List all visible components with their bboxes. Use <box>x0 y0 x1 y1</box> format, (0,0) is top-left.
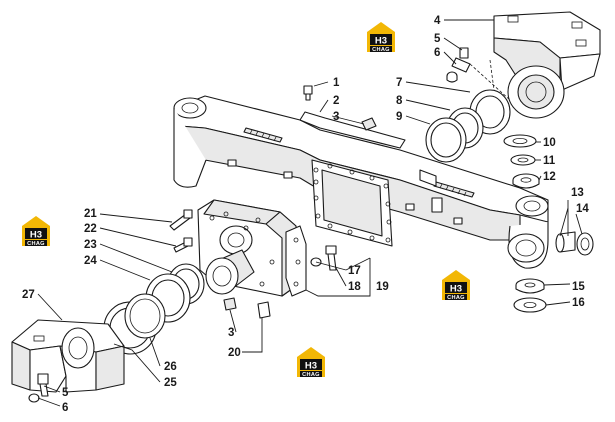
callout-27: 27 <box>22 289 35 301</box>
callout-10: 10 <box>543 137 556 149</box>
callout-25: 25 <box>164 377 177 389</box>
callout-3-lower: 3 <box>228 327 234 339</box>
callout-16: 16 <box>572 297 585 309</box>
watermark-logo-bottom: H3 CHAG <box>297 347 325 378</box>
callout-20: 20 <box>228 347 241 359</box>
carrier-flange <box>285 225 307 297</box>
trunnion-seal <box>576 232 594 256</box>
callout-18: 18 <box>348 281 361 293</box>
bolt-lower <box>37 373 49 397</box>
watermark-brand: CHAG <box>27 241 45 247</box>
callout-14: 14 <box>576 203 589 215</box>
watermark-logo-top: H3 CHAG <box>367 22 395 53</box>
callout-labels: 1 2 3 4 5 6 7 8 9 10 11 12 13 14 15 16 1… <box>22 15 589 414</box>
callout-6-lower: 6 <box>62 402 68 414</box>
callout-3-top: 3 <box>333 111 339 123</box>
callout-5-lower: 5 <box>62 387 69 399</box>
watermark-logo-right: H3 CHAG <box>442 270 470 301</box>
callout-2: 2 <box>333 95 339 107</box>
knurled-pad-left <box>243 127 283 143</box>
callout-19: 19 <box>376 281 389 293</box>
thrust-washer-11 <box>510 154 536 166</box>
thrust-washer-12 <box>512 173 540 189</box>
seal-ring-9 <box>425 117 467 163</box>
leader-lines <box>37 19 583 407</box>
callout-15: 15 <box>572 281 585 293</box>
pin-20 <box>257 301 271 319</box>
mounting-bracket <box>493 11 601 119</box>
watermark-mark: H3 <box>375 36 387 47</box>
watermark-brand: CHAG <box>302 372 320 378</box>
callout-13: 13 <box>571 187 584 199</box>
callout-4: 4 <box>434 15 441 27</box>
callout-26: 26 <box>164 361 177 373</box>
plug-top <box>361 117 377 131</box>
callout-6-top: 6 <box>434 47 440 59</box>
watermark-logo-left: H3 CHAG <box>22 216 50 247</box>
callout-22: 22 <box>84 223 97 235</box>
watermark-brand: CHAG <box>447 295 465 301</box>
seal-26 <box>124 293 166 339</box>
callout-17: 17 <box>348 265 361 277</box>
callout-7: 7 <box>396 77 402 89</box>
plug-lower <box>223 297 237 311</box>
watermark-brand: CHAG <box>372 47 390 53</box>
hub-cylinder <box>205 249 255 295</box>
callout-5-top: 5 <box>434 33 441 45</box>
flange-bolt-holes <box>313 163 392 243</box>
thrust-washer-10 <box>503 134 537 148</box>
breather-fitting <box>303 85 313 101</box>
washer-15 <box>515 278 545 294</box>
watermark-mark: H3 <box>450 284 462 295</box>
watermark-mark: H3 <box>30 230 42 241</box>
axle-housing <box>173 95 549 269</box>
callout-9: 9 <box>396 111 402 123</box>
washer-top <box>446 71 458 83</box>
trunnion-bushing <box>555 231 576 253</box>
bolt-top <box>451 47 471 73</box>
callout-1: 1 <box>333 77 340 89</box>
callout-21: 21 <box>84 208 97 220</box>
lower-bracket <box>11 319 125 393</box>
callout-11: 11 <box>543 155 556 167</box>
bolt-22 <box>173 237 193 253</box>
callout-24: 24 <box>84 255 97 267</box>
callout-12: 12 <box>543 171 556 183</box>
callout-23: 23 <box>84 239 97 251</box>
washer-16 <box>513 297 547 313</box>
callout-8: 8 <box>396 95 403 107</box>
washer-lower <box>28 393 40 403</box>
bolt-21 <box>169 209 193 231</box>
watermark-mark: H3 <box>305 361 317 372</box>
